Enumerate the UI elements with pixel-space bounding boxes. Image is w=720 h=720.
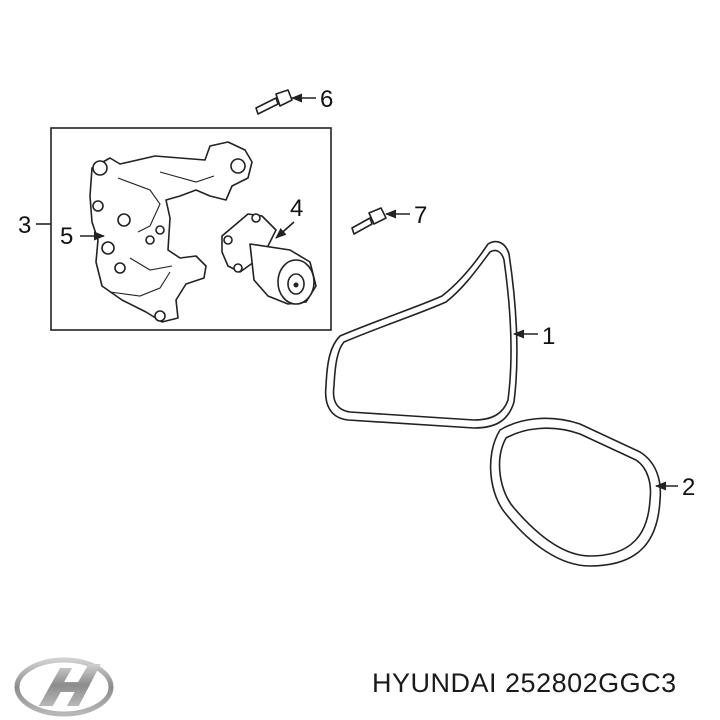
- bolt-6[interactable]: [255, 89, 293, 115]
- drive-belt-1[interactable]: [324, 240, 518, 429]
- part-number: 252802GGC3: [505, 668, 677, 698]
- callout-6: 6: [320, 86, 333, 113]
- hyundai-logo-icon: [14, 657, 114, 717]
- drive-belt-2[interactable]: [489, 417, 662, 567]
- brand-name: HYUNDAI: [372, 668, 498, 698]
- callout-1: 1: [542, 323, 555, 350]
- callout-2: 2: [682, 474, 695, 501]
- tensioner-bracket[interactable]: [89, 141, 253, 323]
- bolt-7[interactable]: [351, 207, 387, 235]
- idler-pulley[interactable]: [221, 213, 317, 305]
- callout-4: 4: [290, 195, 303, 222]
- callout-5: 5: [60, 223, 73, 250]
- callout-7: 7: [414, 202, 427, 229]
- part-caption: HYUNDAI 252802GGC3: [372, 668, 677, 699]
- assembly-frame: [50, 127, 332, 331]
- callout-3: 3: [18, 212, 31, 239]
